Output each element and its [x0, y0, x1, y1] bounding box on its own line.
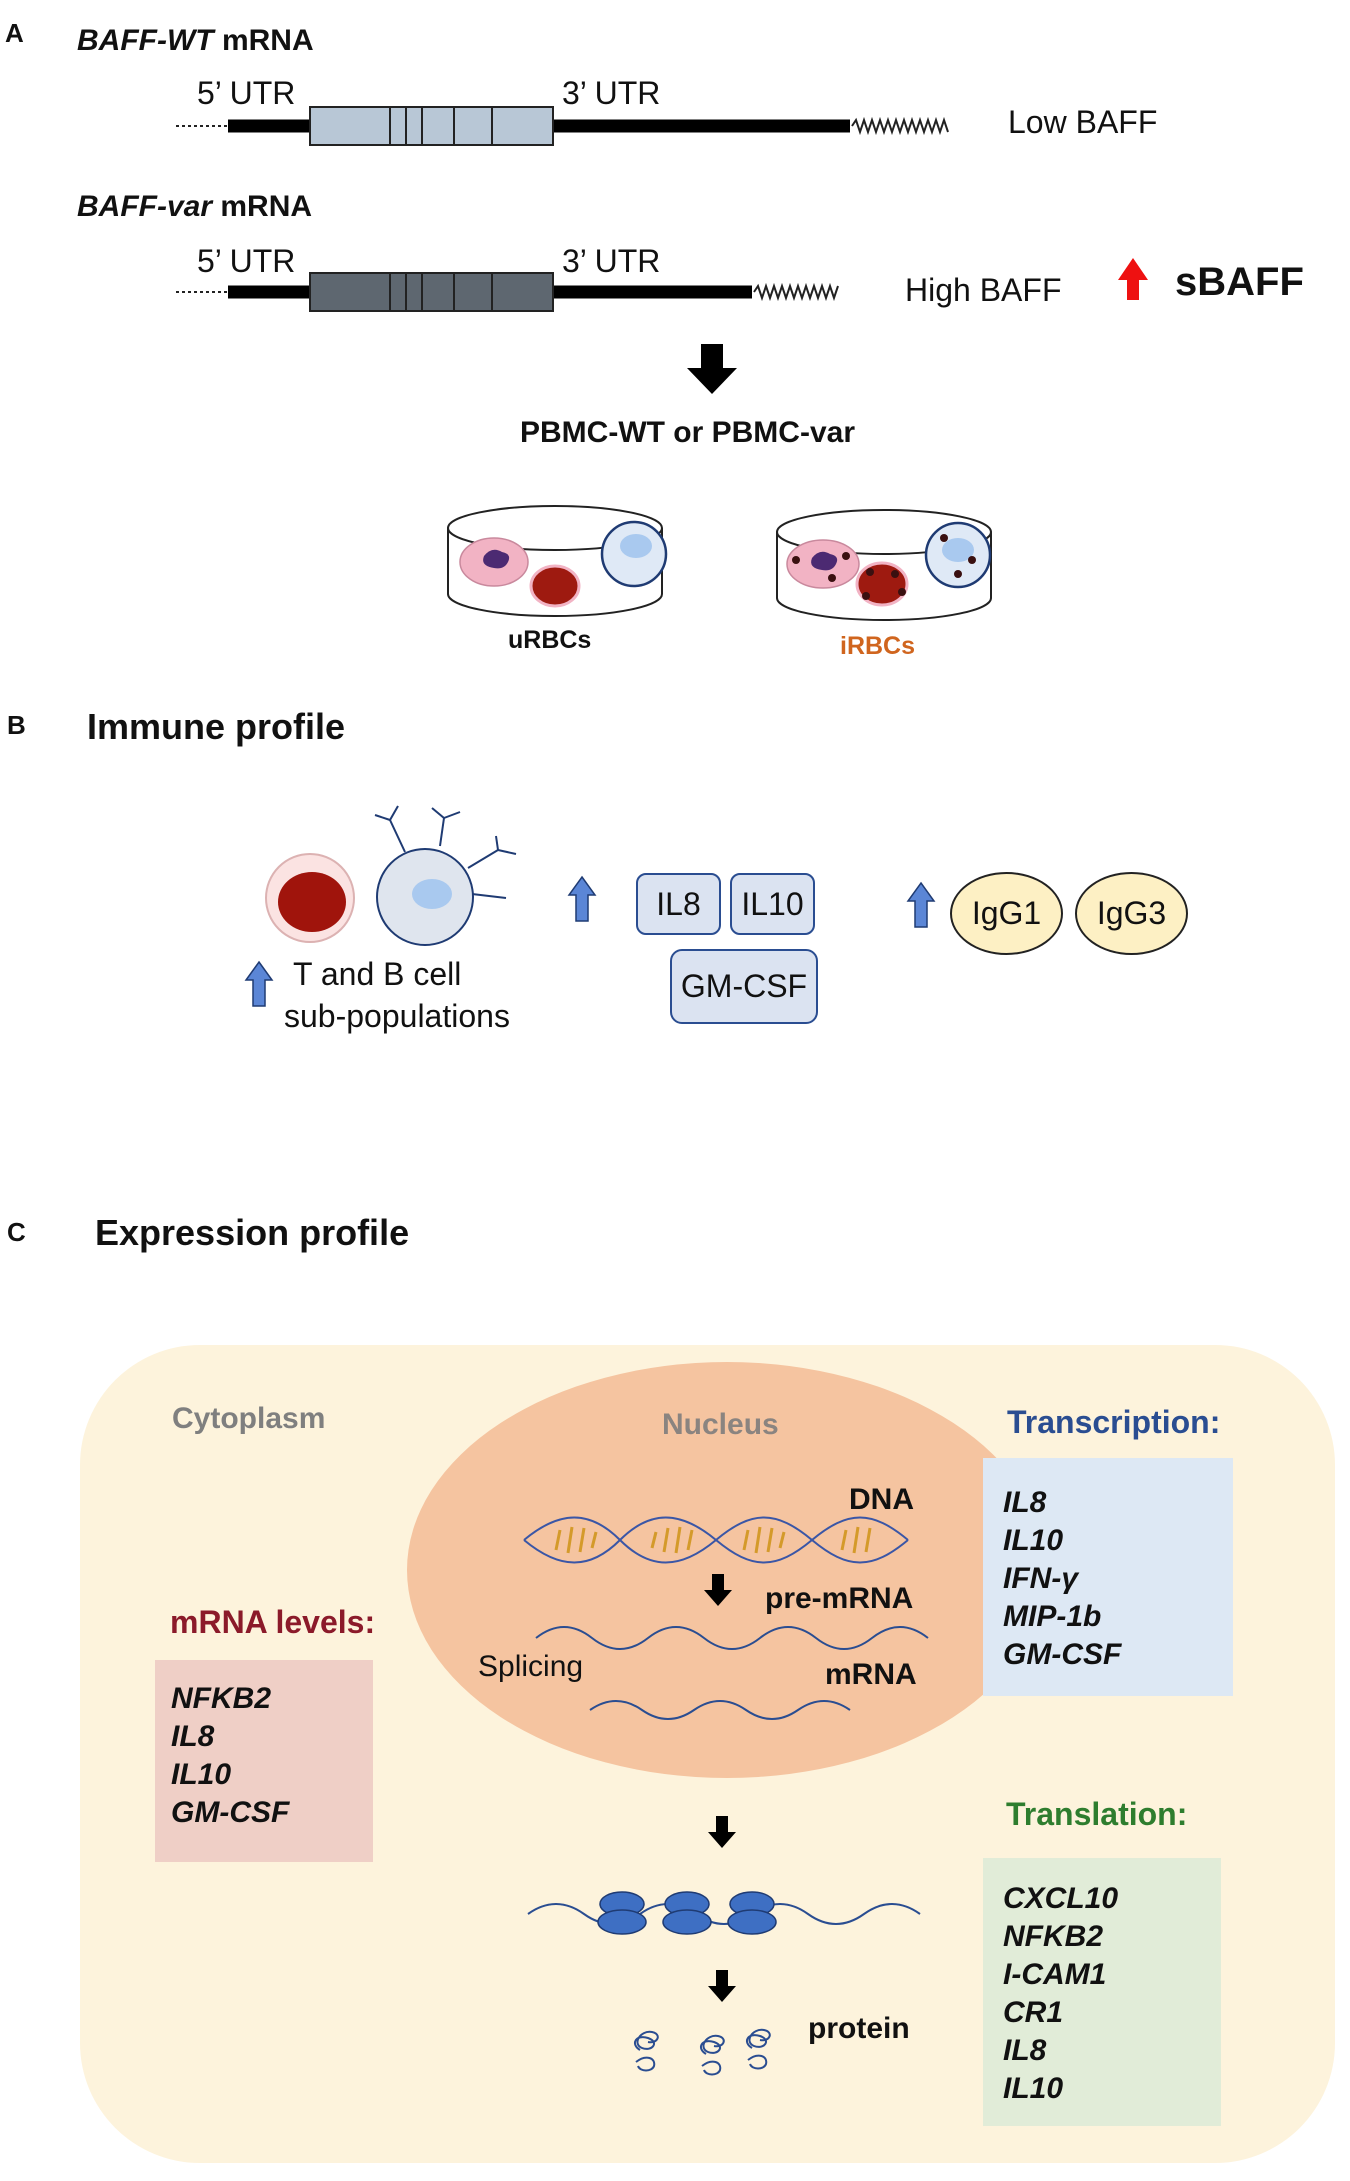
dna-label: DNA	[849, 1483, 914, 1516]
splicing-label: Splicing	[478, 1650, 584, 1683]
baff-wt-mrna-word: mRNA	[213, 24, 314, 57]
dna-helix-icon	[523, 1516, 909, 1564]
baff-wt-title: BAFF-WT mRNA	[77, 24, 314, 58]
mrna-levels-title: mRNA levels:	[170, 1604, 376, 1640]
urbc-purple-nucleus	[483, 549, 510, 569]
high-baff-label: High BAFF	[905, 272, 1062, 308]
urbc-red-cell	[529, 564, 581, 608]
ribosome-icons	[597, 1891, 777, 1935]
panel-a-letter: A	[5, 18, 24, 48]
translating-mrna-wave	[527, 1903, 921, 1925]
transcription-gene-4: MIP-1b	[1003, 1600, 1102, 1633]
baff-var-title: BAFF-var mRNA	[77, 190, 312, 224]
blue-up-arrow-igg-icon	[906, 881, 936, 928]
baff-var-gene: BAFF-var	[77, 190, 213, 223]
pbmc-label: PBMC-WT or PBMC-var	[520, 416, 855, 449]
blue-up-arrow-cytokines-icon	[567, 875, 597, 922]
cytoplasm-label: Cytoplasm	[172, 1402, 326, 1435]
t-b-cell-line1: T and B cell	[293, 956, 462, 992]
transcription-gene-3: IFN-γ	[1003, 1562, 1078, 1595]
translation-gene-6: IL10	[1003, 2072, 1064, 2105]
transcription-title: Transcription:	[1007, 1404, 1221, 1440]
urbc-dish	[447, 505, 668, 617]
mrna-wave	[589, 1700, 851, 1720]
panel-b-letter: B	[7, 710, 26, 740]
translation-box: CXCL10 NFKB2 I-CAM1 CR1 IL8 IL10	[983, 1858, 1221, 2126]
translation-gene-5: IL8	[1003, 2034, 1047, 2067]
wt-utr5-label: 5’ UTR	[197, 75, 296, 111]
baff-var-mrna-word: mRNA	[212, 190, 313, 223]
dendritic-cell-icon	[374, 805, 517, 946]
translation-gene-1: CXCL10	[1003, 1882, 1119, 1915]
wt-utr3-label: 3’ UTR	[562, 75, 661, 111]
igg3-label: IgG3	[1096, 895, 1167, 931]
premrna-label: pre-mRNA	[765, 1582, 914, 1615]
low-baff-label: Low BAFF	[1008, 104, 1158, 140]
mrna-levels-box: NFKB2 IL8 IL10 GM-CSF	[155, 1660, 373, 1862]
il8-box: IL8	[636, 873, 721, 935]
baff-var-mrna-diagram	[176, 272, 839, 312]
transcription-box: IL8 IL10 IFN-γ MIP-1b GM-CSF	[983, 1458, 1233, 1696]
mrna-label: mRNA	[825, 1658, 917, 1691]
translation-gene-2: NFKB2	[1003, 1920, 1104, 1953]
il8-label: IL8	[656, 886, 701, 922]
protein-label: protein	[808, 2012, 910, 2045]
transcription-gene-2: IL10	[1003, 1524, 1064, 1557]
dna-to-premrna-arrow-icon	[704, 1574, 732, 1606]
baff-wt-mrna-diagram	[176, 106, 949, 146]
mrna-to-translation-arrow-icon	[708, 1816, 736, 1848]
var-polya-tail	[753, 282, 839, 302]
translation-gene-3: I-CAM1	[1003, 1958, 1107, 1991]
var-exon-block	[309, 272, 554, 312]
translation-title: Translation:	[1006, 1796, 1188, 1832]
gmcsf-box: GM-CSF	[670, 949, 818, 1024]
down-arrow-icon	[687, 344, 737, 394]
expression-profile-title: Expression profile	[95, 1212, 410, 1253]
protein-icons	[633, 2028, 771, 2076]
wt-polya-tail	[851, 116, 949, 136]
igg1-ellipse: IgG1	[950, 872, 1063, 955]
t-b-cell-line2: sub-populations	[284, 998, 510, 1034]
irbc-label: iRBCs	[840, 632, 916, 660]
nucleus-label: Nucleus	[662, 1408, 779, 1441]
igg3-ellipse: IgG3	[1075, 872, 1188, 955]
il10-box: IL10	[730, 873, 815, 935]
mrna-gene-4: GM-CSF	[171, 1796, 290, 1829]
baff-wt-gene: BAFF-WT	[77, 24, 214, 57]
transcription-gene-1: IL8	[1003, 1486, 1047, 1519]
premrna-wave	[535, 1626, 929, 1650]
red-up-arrow-icon	[1118, 258, 1148, 300]
blue-up-arrow-cells-icon	[244, 960, 274, 1007]
irbc-dish	[776, 509, 992, 621]
transcription-gene-5: GM-CSF	[1003, 1638, 1122, 1671]
var-utr5-label: 5’ UTR	[197, 243, 296, 279]
translation-gene-4: CR1	[1003, 1996, 1064, 2029]
t-cell-icon	[265, 853, 355, 943]
sbaff-label: sBAFF	[1175, 260, 1304, 304]
il10-label: IL10	[741, 886, 804, 922]
nucleus-shape	[407, 1362, 1047, 1778]
urbc-label: uRBCs	[508, 626, 592, 654]
panel-c-letter: C	[7, 1217, 26, 1247]
mrna-gene-1: NFKB2	[171, 1682, 272, 1715]
immune-profile-title: Immune profile	[87, 706, 346, 747]
igg1-label: IgG1	[971, 895, 1042, 931]
var-utr3-label: 3’ UTR	[562, 243, 661, 279]
gmcsf-label: GM-CSF	[680, 968, 808, 1004]
translation-to-protein-arrow-icon	[708, 1970, 736, 2002]
mrna-gene-3: IL10	[171, 1758, 232, 1791]
wt-exon-block	[309, 106, 554, 146]
mrna-gene-2: IL8	[171, 1720, 215, 1753]
